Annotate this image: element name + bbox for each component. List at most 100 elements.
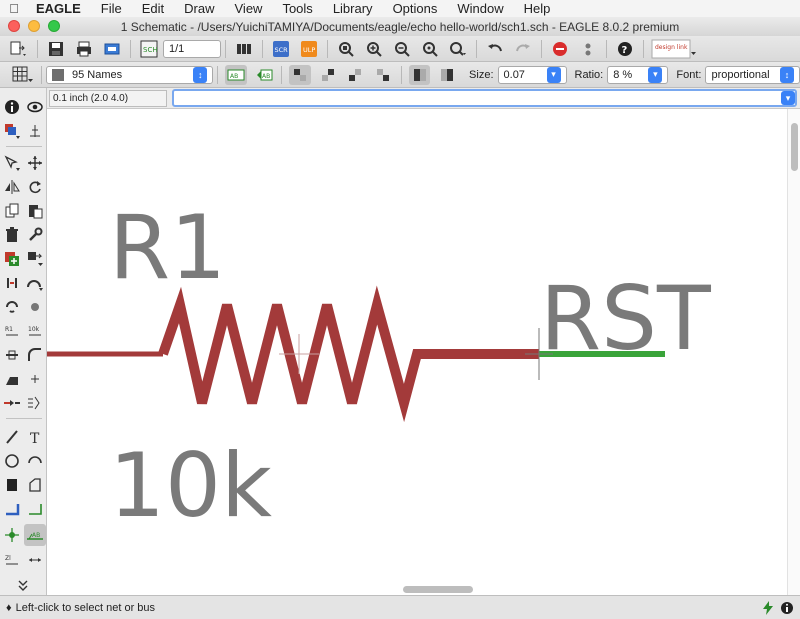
svg-text:10k: 10k [28,326,40,333]
menu-window[interactable]: Window [457,1,504,16]
menu-file[interactable]: File [100,1,122,16]
split-wire-icon[interactable] [3,370,21,388]
horizontal-scrollbar[interactable] [47,583,787,595]
rotate-icon[interactable] [26,178,44,196]
layer-select[interactable]: 95 Names ↕ [45,65,214,84]
net-icon[interactable] [26,500,44,518]
align-bottom-left-icon[interactable] [345,65,367,85]
line-icon[interactable] [3,428,21,446]
open-menu-icon[interactable] [8,39,30,59]
change-wrench-icon[interactable] [26,226,44,244]
tool-panel: R1 10k T AB Zl [0,88,47,595]
text-rotate-icon[interactable]: AB [253,65,275,85]
attribute-icon[interactable]: Zl [3,551,21,569]
paste-icon[interactable] [26,202,44,220]
help-icon[interactable]: ? [614,39,636,59]
bus-icon[interactable] [3,500,21,518]
align-center-left-icon[interactable] [408,64,431,85]
part-name-text[interactable]: R1 [109,196,226,299]
mark-icon[interactable] [26,122,44,140]
print-icon[interactable] [73,39,95,59]
mirror-icon[interactable] [3,178,21,196]
show-eye-icon[interactable] [26,98,44,116]
select-group-icon[interactable] [3,154,21,172]
undo-icon[interactable] [484,39,506,59]
zoom-in-icon[interactable] [363,39,385,59]
menu-app-name[interactable]: EAGLE [36,1,81,16]
name-icon[interactable]: R1 [3,322,21,340]
close-window-button[interactable] [8,20,20,32]
minimize-window-button[interactable] [28,20,40,32]
info-status-icon[interactable] [780,601,794,618]
menu-options[interactable]: Options [392,1,438,16]
slice-icon[interactable] [3,394,21,412]
replace-part-icon[interactable] [26,250,44,268]
circle-icon[interactable] [3,452,21,470]
menu-tools[interactable]: Tools [282,1,313,16]
stop-icon[interactable] [549,39,571,59]
expand-tools-icon[interactable] [14,576,32,594]
align-top-left-icon[interactable] [289,64,312,85]
miter-icon[interactable] [26,346,44,364]
text-icon[interactable]: T [26,428,44,446]
vertical-scroll-thumb[interactable] [791,123,798,171]
dimension-icon[interactable] [26,551,44,569]
rectangle-icon[interactable] [3,476,21,494]
zoom-select-icon[interactable] [447,39,469,59]
vertical-scrollbar[interactable] [787,109,800,595]
menu-edit[interactable]: Edit [141,1,165,16]
gate-swap-icon[interactable] [26,274,44,292]
horizontal-scroll-thumb[interactable] [403,586,473,593]
font-select[interactable]: proportional ↕ [705,65,800,84]
zoom-fit-icon[interactable] [335,39,357,59]
sheet-selector[interactable]: 1/1 [163,39,221,58]
command-line-input[interactable]: ▾ [172,89,797,107]
lightning-icon[interactable] [762,601,774,618]
zoom-redraw-icon[interactable] [419,39,441,59]
resistor-symbol[interactable] [158,285,539,423]
grid-icon[interactable] [12,65,34,85]
invoke-icon[interactable] [26,298,44,316]
align-bottom-right-icon[interactable] [372,65,394,85]
polygon-icon[interactable] [26,476,44,494]
board-schematic-switch-icon[interactable]: SCH [138,39,160,59]
align-top-right-icon[interactable] [317,65,339,85]
menu-help[interactable]: Help [523,1,551,16]
maximize-window-button[interactable] [48,20,60,32]
label-icon[interactable]: AB [24,524,46,546]
svg-text:AB: AB [262,73,270,80]
size-input[interactable]: 0.07 ▾ [497,65,567,84]
align-center-right-icon[interactable] [436,65,458,85]
split-icon[interactable] [3,298,21,316]
info-icon[interactable] [3,98,21,116]
script-icon[interactable]: SCR [270,39,292,59]
display-layers-icon[interactable] [3,122,21,140]
copy-icon[interactable] [3,202,21,220]
add-part-icon[interactable] [3,250,21,268]
part-value-text[interactable]: 10k [109,434,272,537]
menu-view[interactable]: View [234,1,263,16]
ratio-input[interactable]: 8 % ▾ [607,65,669,84]
value-icon[interactable]: 10k [26,322,44,340]
apple-icon[interactable]:  [0,1,28,16]
delete-icon[interactable] [3,226,21,244]
menu-library[interactable]: Library [332,1,373,16]
text-align-left-icon[interactable]: AB [225,64,247,85]
library-icon[interactable] [233,39,255,59]
menu-draw[interactable]: Draw [184,1,215,16]
redo-icon[interactable] [512,39,534,59]
pin-swap-icon[interactable] [3,274,21,292]
optimize-icon[interactable] [26,370,44,388]
smash-icon[interactable] [3,346,21,364]
cam-processor-icon[interactable] [101,39,123,59]
move-icon[interactable] [26,154,44,172]
design-link-button[interactable]: design link [651,39,697,59]
zoom-out-icon[interactable] [391,39,413,59]
bus-split-icon[interactable] [26,394,44,412]
ulp-icon[interactable]: ULP [298,39,320,59]
schematic-canvas[interactable]: R1 10k RST [47,109,787,595]
go-icon[interactable] [577,39,599,59]
save-icon[interactable] [45,39,67,59]
junction-icon[interactable] [3,526,21,544]
arc-icon[interactable] [26,452,44,470]
